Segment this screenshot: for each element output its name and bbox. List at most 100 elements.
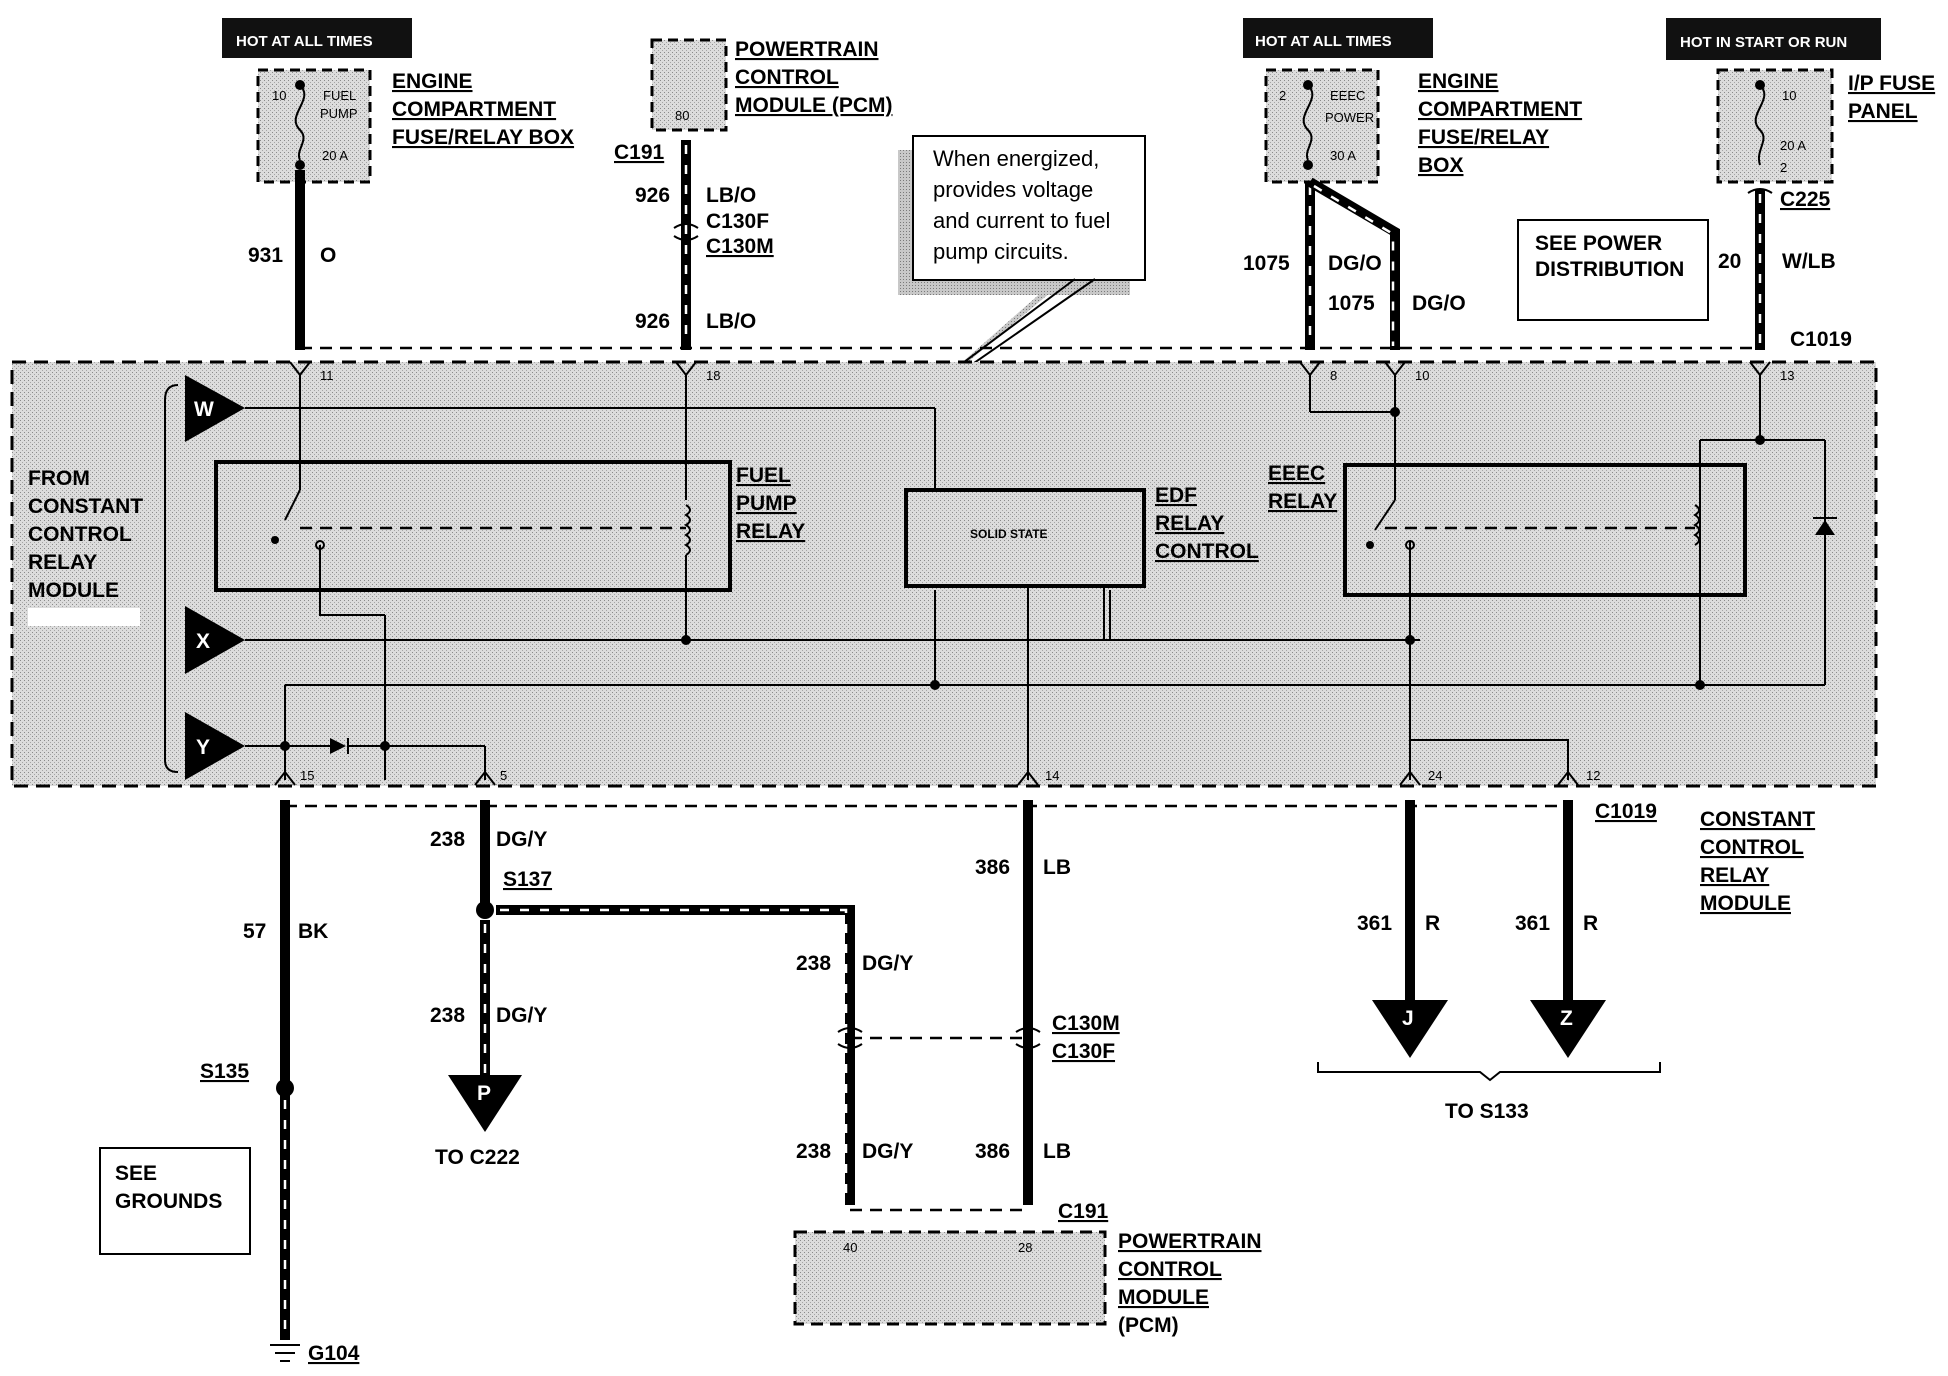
c191-bottom: C191: [850, 1200, 1109, 1223]
svg-text:EEEC: EEEC: [1330, 88, 1365, 103]
svg-text:361: 361: [1515, 912, 1550, 935]
header-eeec-hot: HOT AT ALL TIMES: [1243, 18, 1433, 58]
svg-text:MODULE (PCM): MODULE (PCM): [735, 94, 892, 117]
fuse-ip: 10 20 A 2: [1716, 68, 1834, 184]
wire-238: 238 DG/Y S137 238 DG/Y P TO C222 238 DG/…: [430, 800, 913, 1205]
svg-text:80: 80: [675, 108, 689, 123]
svg-text:PANEL: PANEL: [1848, 100, 1918, 123]
svg-text:CONTROL: CONTROL: [735, 66, 839, 89]
svg-text:RELAY: RELAY: [1268, 490, 1337, 513]
svg-text:926: 926: [635, 310, 670, 333]
svg-text:DG/Y: DG/Y: [496, 828, 547, 851]
svg-text:HOT AT ALL TIMES: HOT AT ALL TIMES: [236, 33, 373, 50]
ccrm-bottom-pins: 15 5 14 24 12: [274, 768, 1600, 786]
svg-text:C191: C191: [1058, 1200, 1109, 1223]
svg-text:Y: Y: [196, 736, 210, 759]
svg-text:and current to fuel: and current to fuel: [933, 208, 1110, 233]
svg-text:5: 5: [500, 768, 507, 783]
svg-text:57: 57: [243, 920, 266, 943]
svg-text:I/P FUSE: I/P FUSE: [1848, 72, 1935, 95]
svg-text:Z: Z: [1560, 1007, 1573, 1030]
label-ip-fuse-panel: I/P FUSE PANEL: [1848, 72, 1935, 123]
svg-text:SEE: SEE: [115, 1162, 157, 1185]
svg-text:18: 18: [706, 368, 720, 383]
svg-text:C130M: C130M: [1052, 1012, 1120, 1035]
svg-text:RELAY: RELAY: [28, 551, 97, 574]
wires-top: 931 O C191 926 LB/O C130F C130M 926 LB/O…: [248, 140, 1852, 351]
svg-text:CONTROL: CONTROL: [1700, 836, 1804, 859]
svg-text:LB: LB: [1043, 1140, 1071, 1163]
svg-text:238: 238: [796, 1140, 831, 1163]
label-engine-compartment-2: ENGINE COMPARTMENT FUSE/RELAY BOX: [1418, 70, 1582, 177]
svg-text:C1019: C1019: [1595, 800, 1657, 823]
svg-text:238: 238: [796, 952, 831, 975]
svg-text:S135: S135: [200, 1060, 249, 1083]
svg-text:40: 40: [843, 1240, 857, 1255]
svg-text:MODULE: MODULE: [1700, 892, 1791, 915]
svg-text:FUEL: FUEL: [736, 464, 791, 487]
svg-text:1075: 1075: [1243, 252, 1290, 275]
fuse-fuel-pump: 10 FUEL PUMP 20 A: [256, 68, 372, 184]
see-grounds-box: SEE GROUNDS: [99, 1147, 251, 1255]
svg-text:12: 12: [1586, 768, 1600, 783]
svg-text:DG/Y: DG/Y: [496, 1004, 547, 1027]
svg-text:R: R: [1583, 912, 1598, 935]
svg-text:J: J: [1402, 1007, 1414, 1030]
svg-text:GROUNDS: GROUNDS: [115, 1190, 222, 1213]
svg-text:C191: C191: [614, 141, 665, 164]
svg-text:EEEC: EEEC: [1268, 462, 1325, 485]
svg-text:FUEL: FUEL: [323, 88, 356, 103]
svg-text:RELAY: RELAY: [1155, 512, 1224, 535]
svg-text:FUSE/RELAY: FUSE/RELAY: [1418, 126, 1549, 149]
c1019-bottom: C1019: [1595, 800, 1657, 823]
pcm-bottom: 40 28: [793, 1230, 1107, 1326]
svg-text:LB: LB: [1043, 856, 1071, 879]
c130-bottom: C130M C130F: [837, 1012, 1120, 1063]
svg-text:386: 386: [975, 856, 1010, 879]
pcm-top: 80: [650, 38, 728, 132]
svg-text:24: 24: [1428, 768, 1442, 783]
label-ccrm: CONSTANT CONTROL RELAY MODULE: [1700, 808, 1815, 915]
svg-text:MODULE: MODULE: [28, 579, 119, 602]
fuel-pump-relay: [214, 375, 732, 645]
wire-361-z: 361 R Z: [1515, 800, 1606, 1058]
svg-text:X: X: [196, 630, 210, 653]
input-w: W: [185, 375, 245, 442]
input-x: X: [185, 606, 245, 674]
solid-state-module: SOLID STATE: [904, 488, 1146, 780]
label-fuel-pump-relay: FUEL PUMP RELAY: [736, 464, 805, 543]
input-y: Y: [185, 712, 245, 780]
svg-text:8: 8: [1330, 368, 1337, 383]
svg-text:20 A: 20 A: [322, 148, 348, 163]
svg-text:LB/O: LB/O: [706, 184, 756, 207]
svg-text:PUMP: PUMP: [736, 492, 797, 515]
svg-text:COMPARTMENT: COMPARTMENT: [1418, 98, 1582, 121]
label-eeec-relay: EEEC RELAY: [1268, 462, 1337, 513]
svg-text:926: 926: [635, 184, 670, 207]
svg-text:1075: 1075: [1328, 292, 1375, 315]
svg-text:DG/O: DG/O: [1328, 252, 1382, 275]
svg-text:COMPARTMENT: COMPARTMENT: [392, 98, 556, 121]
svg-text:TO C222: TO C222: [435, 1146, 520, 1169]
svg-text:20: 20: [1718, 250, 1741, 273]
svg-text:238: 238: [430, 1004, 465, 1027]
svg-text:2: 2: [1780, 160, 1787, 175]
svg-text:BOX: BOX: [1418, 154, 1464, 177]
svg-text:C130F: C130F: [706, 210, 769, 233]
svg-text:POWERTRAIN: POWERTRAIN: [1118, 1230, 1262, 1253]
svg-text:C130M: C130M: [706, 235, 774, 258]
svg-text:TO S133: TO S133: [1445, 1100, 1529, 1123]
brace-to-s133: TO S133: [1317, 1062, 1661, 1123]
svg-text:238: 238: [430, 828, 465, 851]
svg-text:W/LB: W/LB: [1782, 250, 1836, 273]
svg-text:provides voltage: provides voltage: [933, 177, 1093, 202]
svg-text:CONTROL: CONTROL: [1118, 1258, 1222, 1281]
label-edf-relay-control: EDF RELAY CONTROL: [1155, 484, 1259, 563]
svg-text:14: 14: [1045, 768, 1059, 783]
svg-text:2: 2: [1279, 88, 1286, 103]
label-pcm-bottom: POWERTRAIN CONTROL MODULE (PCM): [1118, 1230, 1262, 1337]
svg-text:15: 15: [300, 768, 314, 783]
svg-text:361: 361: [1357, 912, 1392, 935]
svg-text:FROM: FROM: [28, 467, 90, 490]
svg-text:PUMP: PUMP: [320, 106, 358, 121]
